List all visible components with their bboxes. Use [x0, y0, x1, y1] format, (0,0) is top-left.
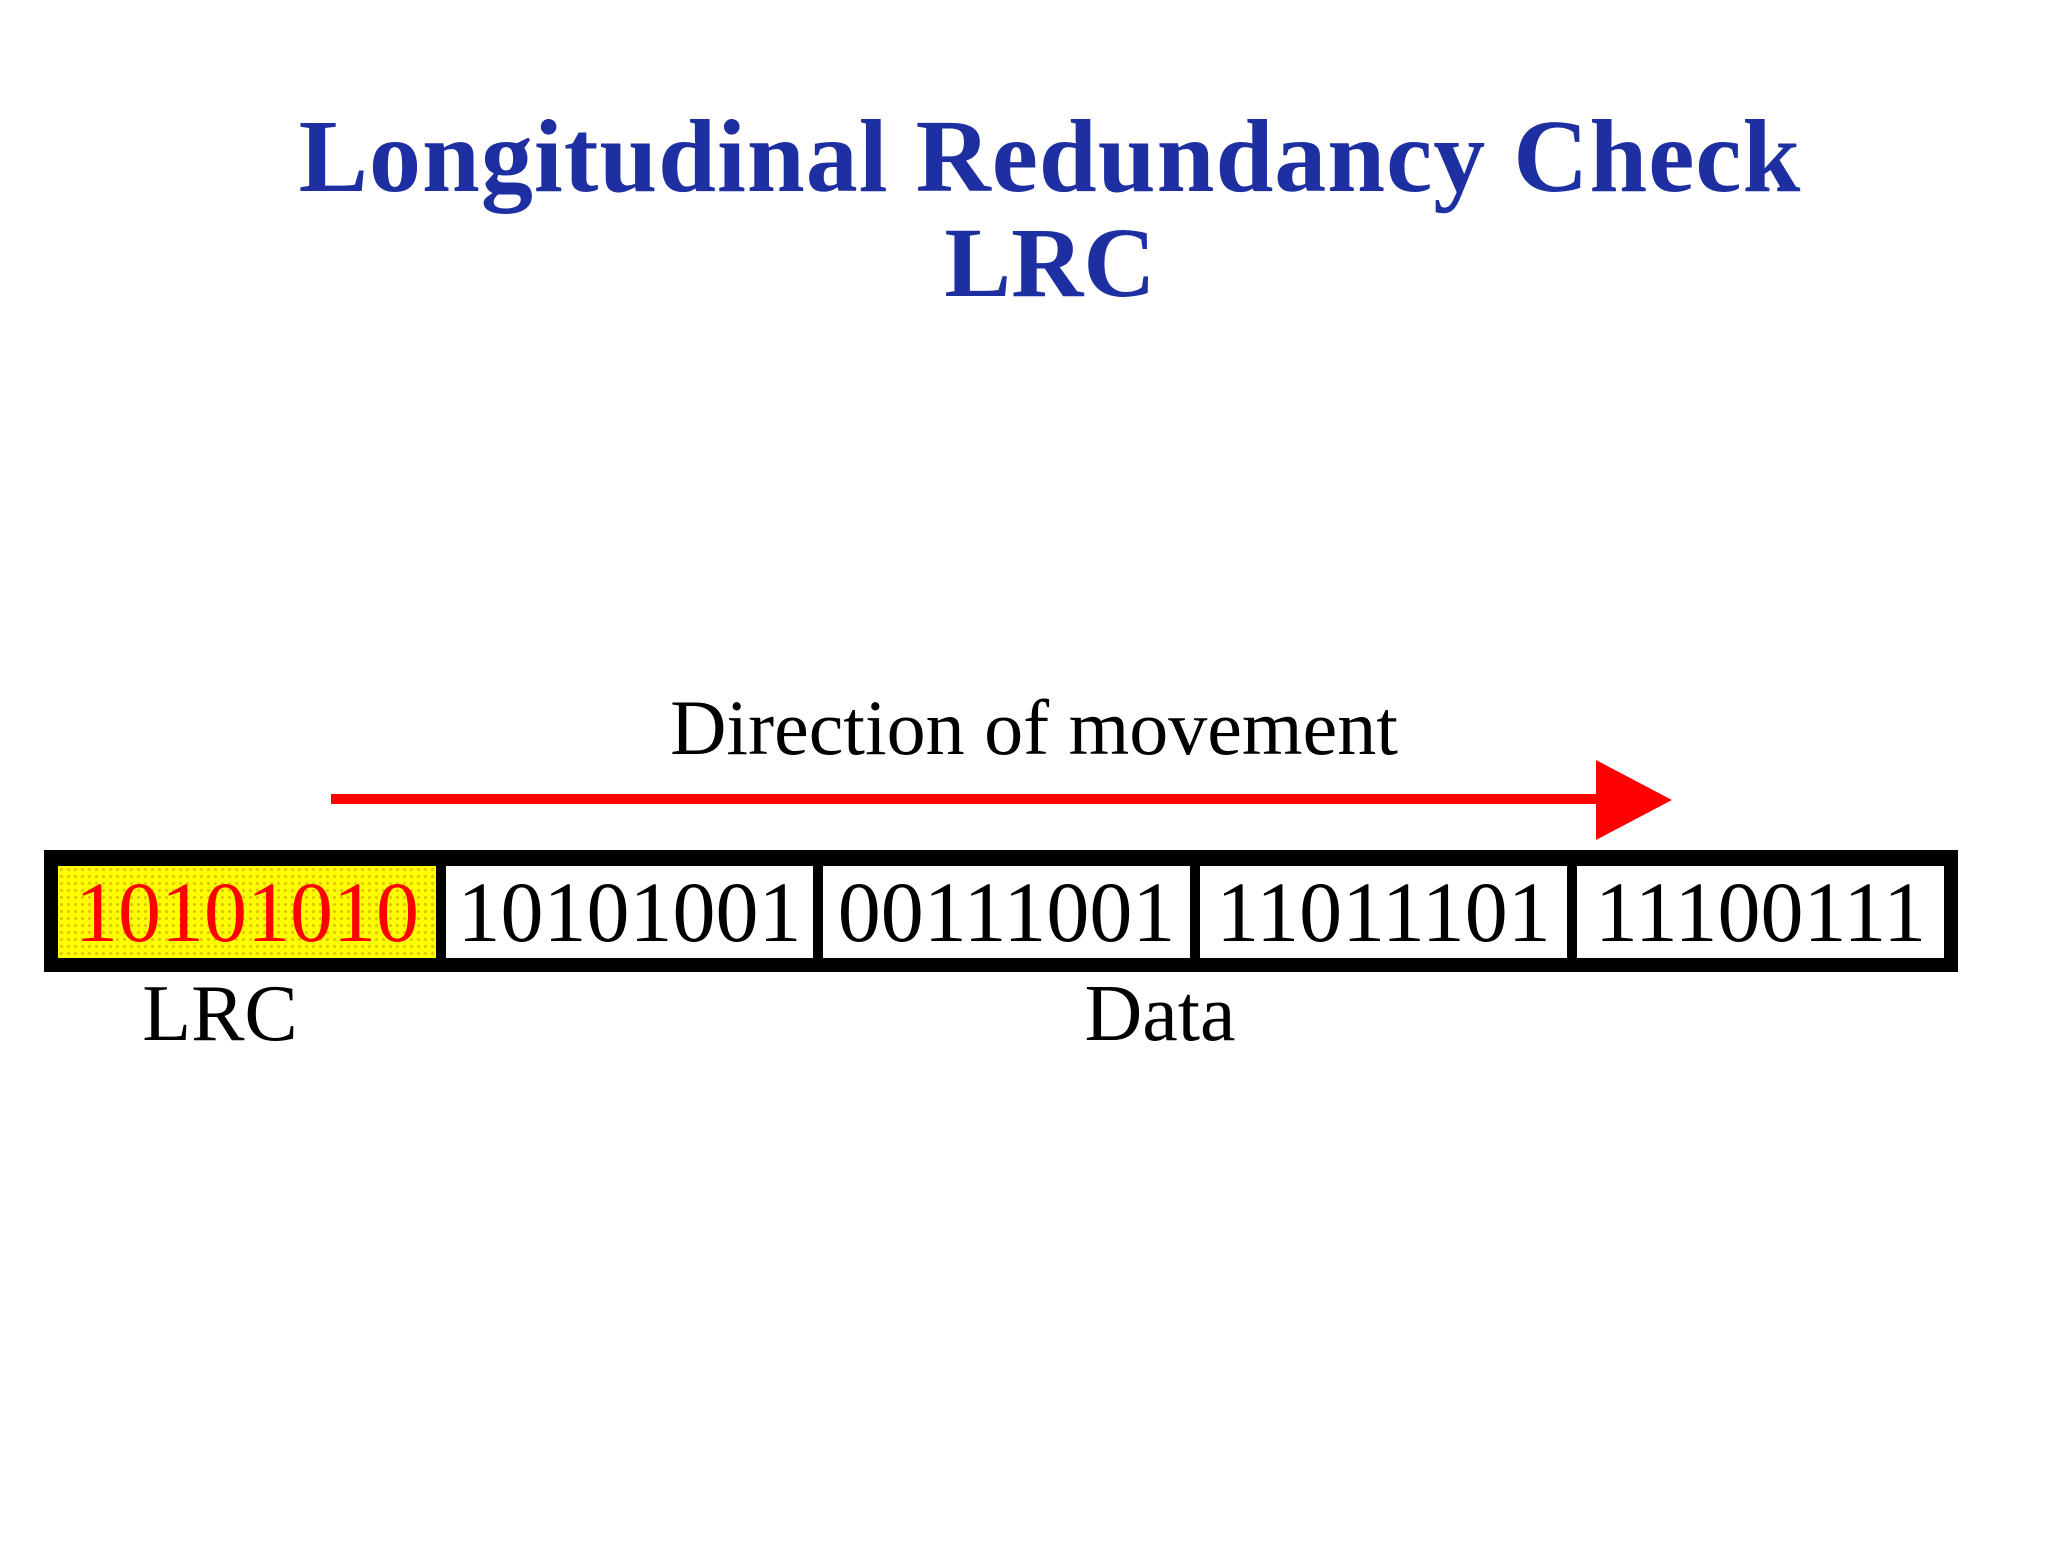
data-cell-2: 00111001: [813, 864, 1191, 960]
data-cell-3: 11011101: [1190, 864, 1568, 960]
data-cell-1: 10101001: [436, 864, 814, 960]
data-cell-4-value: 11100111: [1594, 864, 1927, 960]
lrc-label: LRC: [142, 970, 298, 1058]
title-line-1: Longitudinal Redundancy Check: [298, 99, 1802, 214]
title-line-2: LRC: [944, 207, 1156, 318]
data-cell-1-value: 10101001: [457, 864, 802, 960]
lrc-cell: 10101010: [58, 864, 437, 960]
data-label: Data: [1084, 970, 1236, 1058]
data-cell-3-value: 11011101: [1216, 864, 1551, 960]
lrc-cell-value: 10101010: [75, 864, 419, 960]
slide-title: Longitudinal Redundancy Check LRC: [0, 103, 2048, 315]
direction-of-movement-label: Direction of movement: [670, 684, 1398, 771]
arrow-right-icon: [1596, 760, 1672, 840]
data-cell-4: 11100111: [1567, 864, 1945, 960]
frame-row: 10101010 10101001 00111001 11011101 1110…: [44, 850, 1958, 972]
data-cell-2-value: 00111001: [837, 864, 1176, 960]
direction-arrow-shaft: [331, 794, 1603, 804]
